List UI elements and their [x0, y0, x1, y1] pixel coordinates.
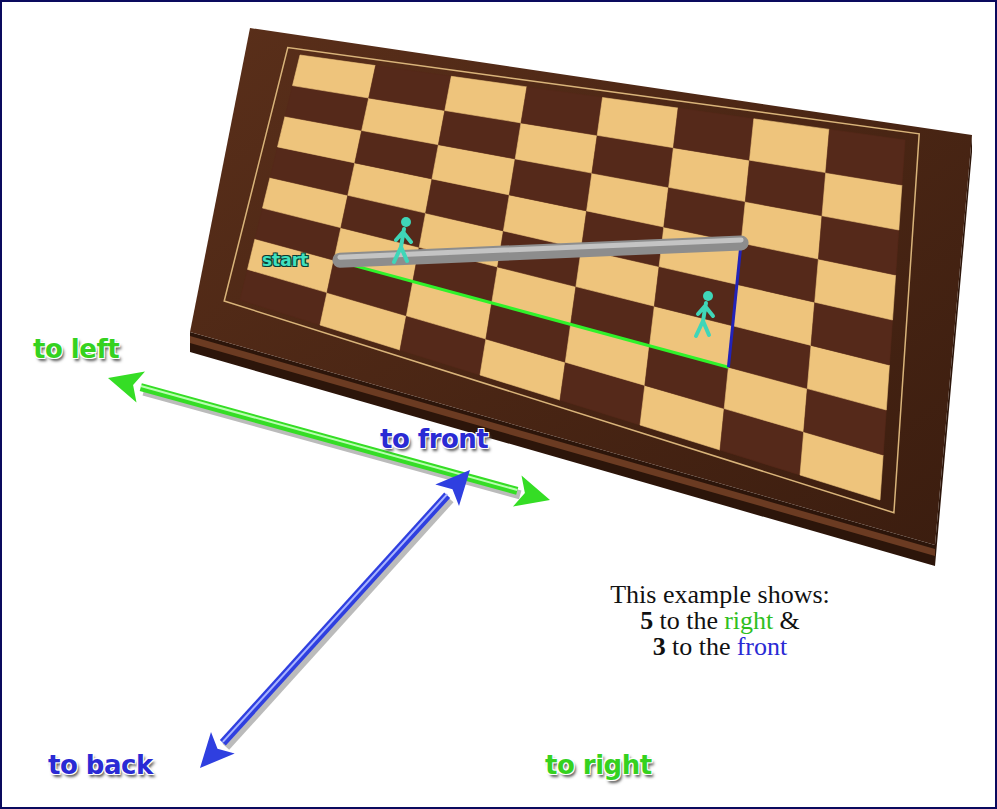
- front-back-arrow: [223, 495, 447, 743]
- board-square: [293, 55, 376, 98]
- example-caption: This example shows:5to theright&3to thef…: [540, 582, 900, 660]
- board-square: [673, 108, 753, 160]
- board-edge-highlight: [190, 336, 935, 556]
- direction-label: to left: [33, 336, 119, 362]
- caption-line: This example shows:: [540, 582, 900, 608]
- direction-label: to back: [48, 752, 153, 778]
- direction-label: to right: [545, 752, 652, 778]
- direction-arrows: [108, 372, 550, 768]
- right-move-line: [334, 260, 729, 367]
- caption-text: This example shows:: [610, 582, 830, 608]
- caption-text: to the: [659, 608, 718, 634]
- front-back-arrow-highlight: [223, 494, 447, 742]
- front-back-arrow-shadow: [226, 499, 450, 747]
- board-square: [750, 119, 830, 173]
- board-square: [826, 129, 905, 185]
- board-square: [445, 76, 527, 123]
- left-right-arrow-head: [513, 476, 550, 507]
- caption-line: 5to theright&: [540, 608, 900, 634]
- step-count: 5: [640, 608, 653, 634]
- start-label: start: [262, 252, 308, 269]
- caption-text: to the: [672, 634, 731, 660]
- board-square: [597, 98, 678, 148]
- walking-figure: [394, 217, 411, 262]
- walking-figure: [696, 291, 713, 336]
- caption-direction: right: [724, 608, 773, 634]
- caption-line: 3to thefront: [540, 634, 900, 660]
- board-frame: [190, 28, 972, 545]
- board-square: [369, 66, 452, 111]
- caption-direction: front: [737, 634, 788, 660]
- step-count: 3: [653, 634, 666, 660]
- front-back-arrow-head: [435, 470, 470, 506]
- board: [190, 28, 972, 566]
- board-square: [521, 87, 603, 135]
- left-right-arrow-head: [108, 372, 145, 403]
- caption-text: &: [780, 608, 800, 634]
- front-back-arrow-head: [200, 732, 235, 768]
- front-move-line: [728, 243, 741, 367]
- direction-label: to front: [380, 426, 488, 452]
